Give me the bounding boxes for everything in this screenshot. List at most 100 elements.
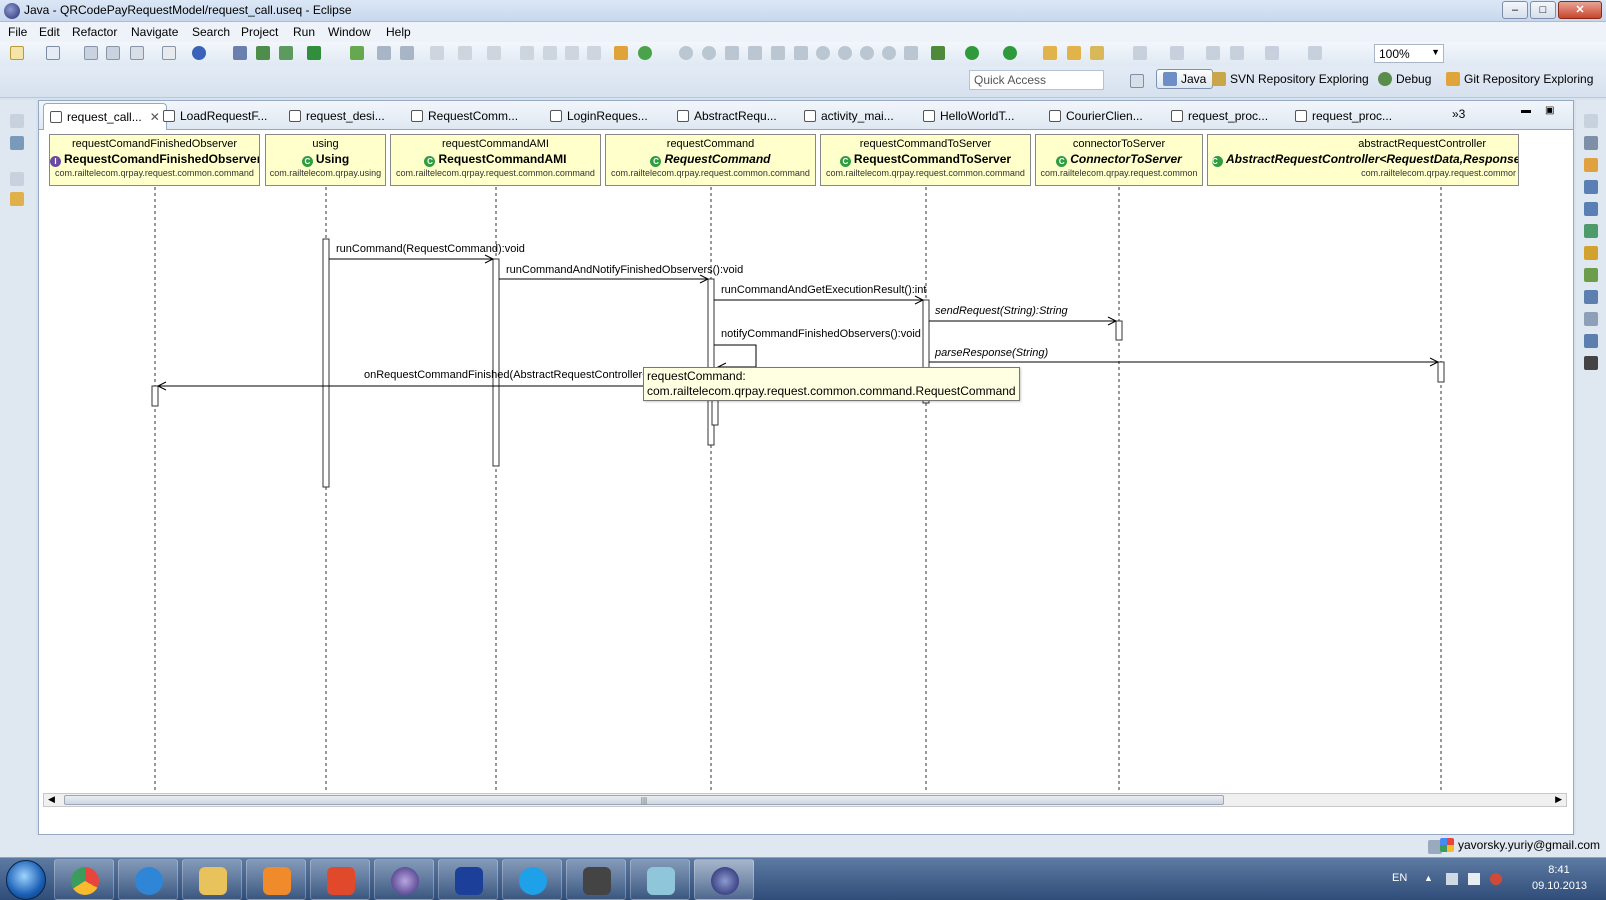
pin-icon[interactable] bbox=[1308, 46, 1322, 60]
progress-icon[interactable] bbox=[1584, 224, 1598, 238]
problems-icon[interactable] bbox=[1584, 202, 1598, 216]
android-sdk-icon[interactable] bbox=[279, 46, 293, 60]
close-icon[interactable]: ✕ bbox=[149, 110, 160, 124]
message-label[interactable]: runCommandAndNotifyFinishedObservers():v… bbox=[506, 264, 744, 276]
menu-run[interactable]: Run bbox=[293, 25, 316, 39]
link-icon[interactable] bbox=[904, 46, 918, 60]
variables-icon[interactable] bbox=[1584, 312, 1598, 326]
open-folder-icon[interactable] bbox=[1067, 46, 1081, 60]
message-label[interactable]: parseResponse(String) bbox=[935, 347, 1049, 359]
taskbar-app[interactable] bbox=[310, 859, 370, 900]
perspective-git[interactable]: Git Repository Exploring bbox=[1446, 72, 1593, 86]
run-icon[interactable] bbox=[965, 46, 979, 60]
action-center-icon[interactable] bbox=[1468, 873, 1480, 885]
back-icon[interactable] bbox=[1230, 46, 1244, 60]
taskbar-explorer[interactable] bbox=[182, 859, 242, 900]
maximize-view-icon[interactable]: ▣ bbox=[1545, 105, 1555, 116]
tab-load-request[interactable]: LoadRequestF... bbox=[157, 103, 273, 130]
taskbar-chrome[interactable] bbox=[54, 859, 114, 900]
package-icon[interactable] bbox=[614, 46, 628, 60]
zoom-select[interactable]: 100% ▼ bbox=[1374, 44, 1444, 63]
tab-request-call[interactable]: request_call...✕ bbox=[43, 103, 167, 130]
forward-icon[interactable] bbox=[1265, 46, 1279, 60]
outline-icon[interactable] bbox=[1584, 136, 1598, 150]
watch-icon[interactable] bbox=[816, 46, 830, 60]
tab-request-command[interactable]: RequestComm... bbox=[405, 103, 524, 130]
start-button[interactable] bbox=[6, 860, 46, 900]
task-list-icon[interactable] bbox=[1584, 158, 1598, 172]
minimize-button[interactable]: – bbox=[1502, 1, 1528, 19]
menu-window[interactable]: Window bbox=[328, 25, 371, 39]
check-icon[interactable] bbox=[307, 46, 321, 60]
inspect-icon[interactable] bbox=[838, 46, 852, 60]
last-edit-icon[interactable] bbox=[1206, 46, 1220, 60]
debug-run-icon[interactable] bbox=[931, 46, 945, 60]
taskbar-eclipse[interactable] bbox=[374, 859, 434, 900]
save-icon[interactable] bbox=[84, 46, 98, 60]
tab-login-request[interactable]: LoginReques... bbox=[544, 103, 654, 130]
expressions-icon[interactable] bbox=[1584, 334, 1598, 348]
device-icon[interactable] bbox=[1584, 356, 1598, 370]
tray-clock[interactable]: 8:41 09.10.2013 bbox=[1532, 862, 1587, 894]
minimize-view-icon[interactable]: ▬ bbox=[1521, 105, 1531, 116]
new-icon[interactable] bbox=[10, 46, 24, 60]
tools-icon[interactable] bbox=[400, 46, 414, 60]
network-icon[interactable] bbox=[1446, 873, 1458, 885]
menu-help[interactable]: Help bbox=[386, 25, 411, 39]
download-icon[interactable] bbox=[256, 46, 270, 60]
restore-icon[interactable] bbox=[10, 172, 24, 186]
perspective-debug[interactable]: Debug bbox=[1378, 72, 1431, 86]
status-account[interactable]: yavorsky.yuriy@gmail.com bbox=[1440, 838, 1600, 852]
step-over-icon[interactable] bbox=[702, 46, 716, 60]
tab-courier-client[interactable]: CourierClien... bbox=[1043, 103, 1149, 130]
scroll-thumb[interactable]: ||| bbox=[64, 795, 1224, 805]
stop-icon[interactable] bbox=[565, 46, 579, 60]
scroll-right-icon[interactable]: ▶ bbox=[1555, 794, 1562, 804]
message-label[interactable]: notifyCommandFinishedObservers():void bbox=[721, 328, 921, 340]
menu-search[interactable]: Search bbox=[192, 25, 231, 39]
tab-request-proc-1[interactable]: request_proc... bbox=[1165, 103, 1274, 130]
pointer-icon[interactable] bbox=[233, 46, 247, 60]
message-label[interactable]: onRequestCommandFinished(AbstractRequest… bbox=[364, 369, 658, 381]
console-icon[interactable] bbox=[1584, 180, 1598, 194]
filter-icon[interactable] bbox=[771, 46, 785, 60]
taskbar-database[interactable] bbox=[438, 859, 498, 900]
message-label[interactable]: runCommandAndGetExecutionResult():int bbox=[721, 284, 927, 296]
restore-icon[interactable] bbox=[10, 114, 24, 128]
coverage-icon[interactable] bbox=[1003, 46, 1017, 60]
taskbar-media[interactable] bbox=[246, 859, 306, 900]
print-icon[interactable] bbox=[130, 46, 144, 60]
step-return-icon[interactable] bbox=[725, 46, 739, 60]
tab-overflow-button[interactable]: »3 bbox=[1452, 107, 1466, 121]
execute-icon[interactable] bbox=[882, 46, 896, 60]
resume-icon[interactable] bbox=[520, 46, 534, 60]
tab-hello-world[interactable]: HelloWorldT... bbox=[917, 103, 1020, 130]
message-label[interactable]: sendRequest(String):String bbox=[935, 305, 1068, 317]
drop-frame-icon[interactable] bbox=[748, 46, 762, 60]
display-icon[interactable] bbox=[860, 46, 874, 60]
tray-expand-icon[interactable]: ▲ bbox=[1424, 873, 1433, 883]
refresh-icon[interactable] bbox=[350, 46, 364, 60]
menu-project[interactable]: Project bbox=[241, 25, 279, 39]
taskbar-ie[interactable] bbox=[118, 859, 178, 900]
perspective-svn[interactable]: SVN Repository Exploring bbox=[1212, 72, 1369, 86]
step-icon[interactable] bbox=[487, 46, 501, 60]
menu-file[interactable]: File bbox=[8, 25, 28, 39]
use-filter-icon[interactable] bbox=[794, 46, 808, 60]
new-class-icon[interactable] bbox=[638, 46, 652, 60]
annotation-icon[interactable] bbox=[1133, 46, 1147, 60]
taskbar-eclipse-active[interactable] bbox=[694, 859, 754, 900]
breakpoints-icon[interactable] bbox=[1584, 290, 1598, 304]
close-button[interactable]: ✕ bbox=[1558, 1, 1602, 19]
search-icon[interactable] bbox=[1090, 46, 1104, 60]
open-perspective-icon[interactable] bbox=[1130, 74, 1144, 88]
quick-access-input[interactable]: Quick Access bbox=[969, 70, 1104, 90]
menu-edit[interactable]: Edit bbox=[39, 25, 60, 39]
horizontal-scrollbar[interactable]: ◀ ||| ▶ bbox=[43, 793, 1567, 807]
message-label[interactable]: runCommand(RequestCommand):void bbox=[336, 243, 525, 255]
